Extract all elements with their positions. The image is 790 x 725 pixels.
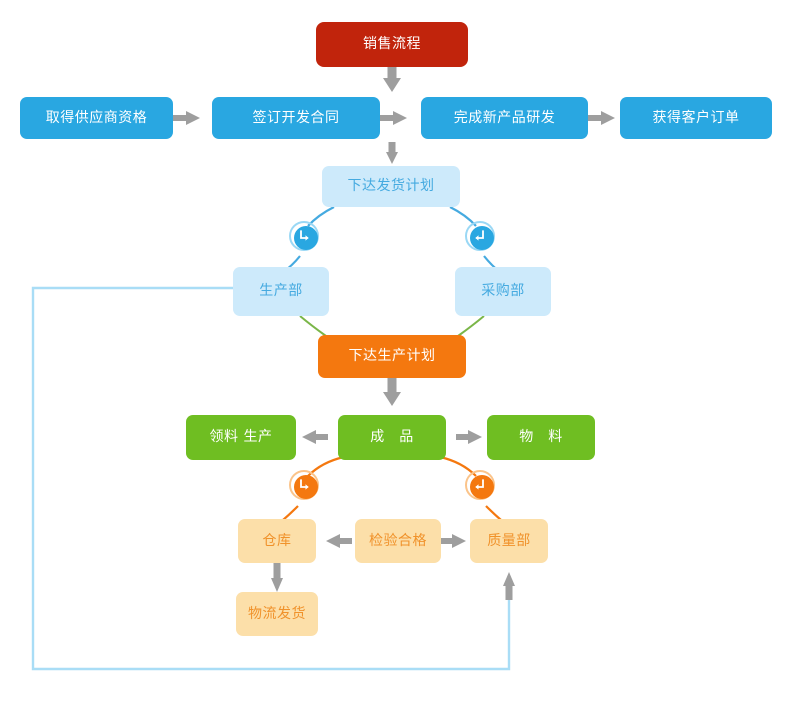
node-production-dept[interactable]: 生产部	[233, 267, 329, 316]
down-right-arrow-icon	[300, 479, 309, 490]
arrow-contract-to-rd	[380, 111, 407, 125]
arrow-finished-to-material	[456, 430, 482, 444]
badge-purchasing-dept[interactable]	[465, 221, 495, 251]
node-sales-process[interactable]: 销售流程	[316, 22, 468, 67]
node-label: 质量部	[487, 532, 531, 549]
edge-badge-warehouse-to-warehouse	[282, 505, 299, 521]
edge-production-dept-to-plan	[299, 315, 327, 337]
node-finished-goods[interactable]: 成 品	[338, 415, 446, 460]
arrow-rd-to-shipping-plan	[386, 142, 398, 164]
node-label: 物流发货	[248, 605, 306, 622]
node-new-product-rd[interactable]: 完成新产品研发	[421, 97, 588, 139]
arrow-finished-to-picking	[302, 430, 328, 444]
arrow-warehouse-to-logistics	[271, 563, 283, 592]
node-label: 采购部	[481, 283, 525, 300]
node-customer-order[interactable]: 获得客户订单	[620, 97, 772, 139]
badge-quality-dept[interactable]	[465, 470, 495, 500]
arrow-plan-to-finished	[383, 378, 401, 406]
edge-badge-quality-to-quality-dept	[485, 505, 502, 521]
arrow-inspection-to-quality-dept	[440, 534, 466, 548]
node-label: 检验合格	[369, 532, 427, 549]
node-label: 获得客户订单	[652, 109, 740, 126]
badge-warehouse[interactable]	[289, 470, 319, 500]
node-label: 领料 生产	[209, 429, 273, 446]
node-purchasing-dept[interactable]: 采购部	[455, 267, 551, 316]
arrow-loop-to-quality-dept	[503, 572, 515, 600]
node-label: 完成新产品研发	[453, 109, 556, 126]
arrow-supplier-to-contract	[173, 111, 200, 125]
node-production-plan[interactable]: 下达生产计划	[318, 335, 466, 378]
node-label: 物 料	[519, 429, 563, 446]
arrow-inspection-to-warehouse	[326, 534, 352, 548]
node-label: 成 品	[370, 429, 414, 446]
node-label: 销售流程	[363, 36, 421, 53]
down-left-arrow-icon	[475, 230, 484, 241]
node-quality-dept[interactable]: 质量部	[470, 519, 548, 563]
edge-purchasing-dept-to-plan	[457, 315, 485, 337]
node-label: 生产部	[259, 283, 303, 300]
node-supplier-qualification[interactable]: 取得供应商资格	[20, 97, 173, 139]
badge-production-dept[interactable]	[289, 221, 319, 251]
node-shipping-plan[interactable]: 下达发货计划	[322, 166, 460, 207]
node-label: 签订开发合同	[252, 109, 340, 126]
node-label: 下达生产计划	[348, 348, 436, 365]
down-left-arrow-icon	[475, 479, 484, 490]
down-right-arrow-icon	[300, 230, 309, 241]
node-inspection-pass[interactable]: 检验合格	[355, 519, 441, 563]
node-material[interactable]: 物 料	[487, 415, 595, 460]
node-logistics-shipment[interactable]: 物流发货	[236, 592, 318, 636]
node-warehouse[interactable]: 仓库	[238, 519, 316, 563]
arrow-rd-to-order	[588, 111, 615, 125]
arrow-sales-to-row	[383, 66, 401, 92]
node-label: 下达发货计划	[347, 178, 435, 195]
node-label: 仓库	[262, 532, 292, 549]
node-picking-production[interactable]: 领料 生产	[186, 415, 296, 460]
node-development-contract[interactable]: 签订开发合同	[212, 97, 380, 139]
node-label: 取得供应商资格	[45, 109, 148, 126]
